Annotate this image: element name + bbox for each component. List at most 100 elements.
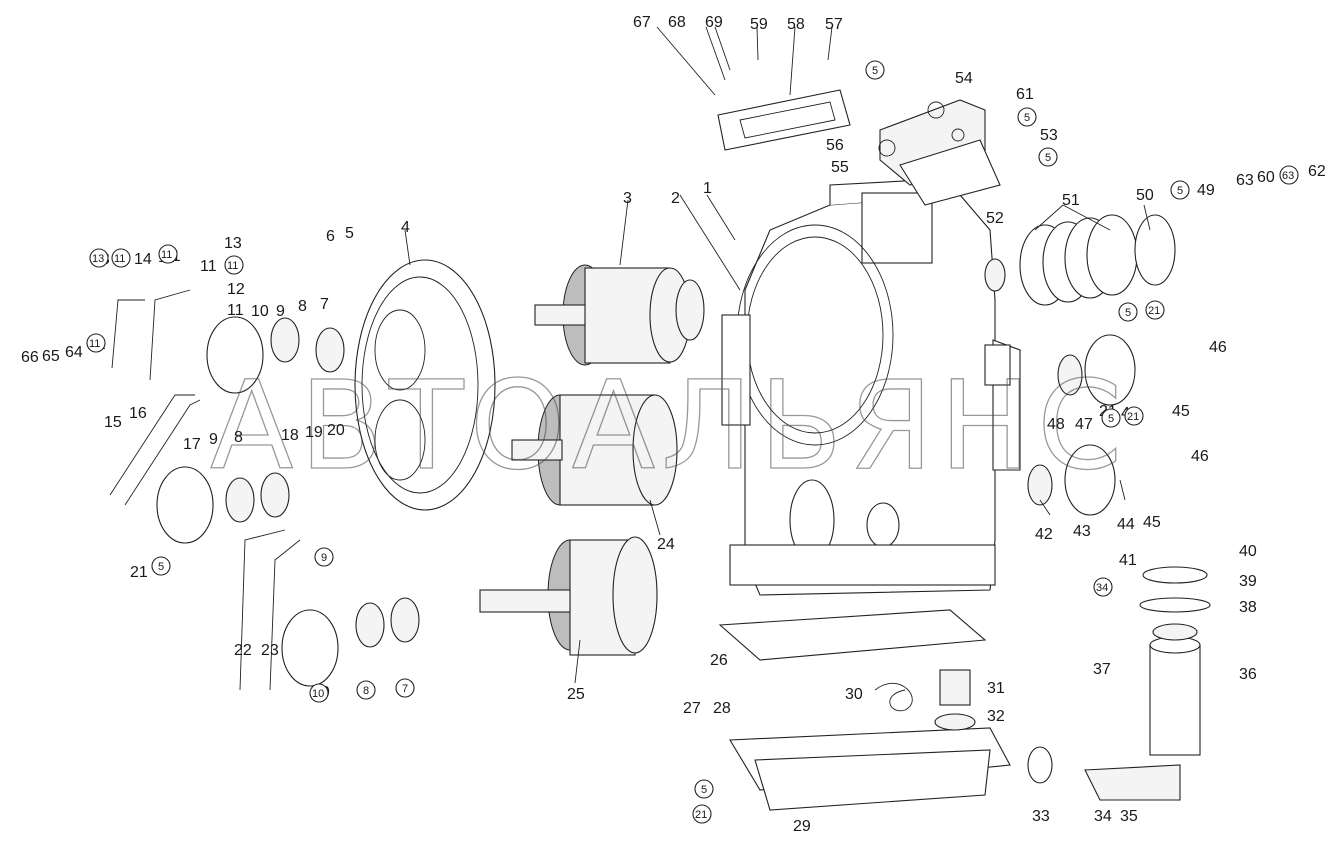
label-48: 48 (1047, 416, 1065, 433)
svg-text:10: 10 (312, 688, 324, 700)
svg-text:5: 5 (872, 65, 878, 77)
svg-text:21: 21 (695, 809, 707, 821)
label-28: 28 (713, 700, 731, 717)
label-39: 39 (1239, 573, 1257, 590)
oil-pan-29 (729, 727, 1011, 811)
label-11c: 11 (200, 258, 217, 275)
label-9b: 9 (209, 431, 218, 448)
pump-cover-10-bottom (281, 597, 420, 687)
covers-47-48 (1027, 334, 1136, 516)
callout-circle-21b: 21 (1145, 300, 1165, 320)
label-7a: 7 (320, 296, 329, 313)
label-31: 31 (987, 680, 1005, 697)
label-27: 27 (683, 700, 701, 717)
label-23: 23 (261, 642, 279, 659)
label-5: 5 (345, 225, 354, 242)
callout-circle-5g: 5 (151, 556, 171, 576)
label-13a: 13 (224, 235, 242, 252)
label-65: 65 (42, 348, 60, 365)
callout-circle-9c: 9 (314, 547, 334, 567)
circled-callouts: 13 11 11 11 11 5 5 5 5 63 5 21 5 21 5 10… (86, 60, 1299, 824)
svg-text:13: 13 (92, 253, 104, 265)
callout-circle-5b: 5 (1017, 107, 1037, 127)
label-56: 56 (826, 137, 844, 154)
label-61: 61 (1016, 86, 1034, 103)
svg-text:21: 21 (1127, 411, 1139, 423)
svg-text:8: 8 (363, 685, 369, 697)
label-9a: 9 (276, 303, 285, 320)
label-4: 4 (401, 219, 410, 236)
label-35: 35 (1120, 808, 1138, 825)
label-58: 58 (787, 16, 805, 33)
label-8a: 8 (298, 298, 307, 315)
label-54: 54 (955, 70, 973, 87)
label-22: 22 (234, 642, 252, 659)
leader-lines (404, 26, 1151, 684)
callout-circle-8c: 8 (356, 680, 376, 700)
gasket-26 (718, 609, 987, 661)
flange-disk-4 (354, 259, 496, 511)
svg-text:5: 5 (158, 561, 164, 573)
callout-circle-13: 13 (89, 248, 109, 268)
label-33: 33 (1032, 808, 1050, 825)
svg-text:11: 11 (114, 253, 125, 265)
watermark: АВТОАЛЬЯНС (210, 355, 1128, 497)
label-16: 16 (129, 405, 147, 422)
label-49: 49 (1197, 182, 1215, 199)
label-50: 50 (1136, 187, 1154, 204)
label-43: 43 (1073, 523, 1091, 540)
label-11d: 11 (227, 302, 244, 319)
callout-circle-5c: 5 (1038, 147, 1058, 167)
label-36: 36 (1239, 666, 1257, 683)
label-68: 68 (668, 14, 686, 31)
oil-pipes (109, 289, 301, 691)
callout-circle-5f: 5 (1101, 408, 1121, 428)
transmission-housing (721, 177, 1021, 596)
label-63a: 63 (1236, 172, 1254, 189)
label-67: 67 (633, 14, 651, 31)
control-valve-unit (878, 99, 1001, 206)
label-20: 20 (327, 422, 345, 439)
label-45a: 45 (1172, 403, 1190, 420)
label-57: 57 (825, 16, 843, 33)
callout-circle-63b: 63 (1279, 165, 1299, 185)
label-64: 64 (65, 344, 83, 361)
svg-text:34: 34 (1096, 582, 1108, 594)
callout-circle-11e: 11 (86, 333, 106, 353)
svg-text:11: 11 (89, 338, 100, 350)
callout-circle-34b: 34 (1093, 577, 1113, 597)
label-37: 37 (1093, 661, 1111, 678)
callout-circle-5h: 5 (694, 779, 714, 799)
svg-text:11: 11 (227, 260, 238, 272)
filter-assembly-36 (1027, 566, 1211, 801)
label-40: 40 (1239, 543, 1257, 560)
svg-text:9: 9 (321, 552, 327, 564)
svg-text:11: 11 (161, 249, 172, 261)
label-45b: 45 (1143, 514, 1161, 531)
pump-cover-17 (156, 466, 290, 544)
label-42: 42 (1035, 526, 1053, 543)
svg-text:5: 5 (1024, 112, 1030, 124)
callout-circle-10b: 10 (309, 683, 329, 703)
label-18: 18 (281, 427, 299, 444)
label-41: 41 (1119, 552, 1137, 569)
clutch-gear-3 (534, 264, 705, 366)
label-46a: 46 (1209, 339, 1227, 356)
svg-text:7: 7 (402, 683, 408, 695)
label-14: 14 (134, 251, 152, 268)
label-25: 25 (567, 686, 585, 703)
label-47: 47 (1075, 416, 1093, 433)
drain-plug-31 (934, 669, 976, 731)
label-55: 55 (831, 159, 849, 176)
label-59: 59 (750, 16, 768, 33)
label-51: 51 (1062, 192, 1080, 209)
label-52: 52 (986, 210, 1004, 227)
label-66: 66 (21, 349, 39, 366)
callout-circle-11a: 11 (111, 248, 131, 268)
callout-circle-11b: 11 (158, 244, 178, 264)
label-69: 69 (705, 14, 723, 31)
svg-text:5: 5 (1108, 413, 1114, 425)
label-17: 17 (183, 436, 201, 453)
label-3: 3 (623, 190, 632, 207)
